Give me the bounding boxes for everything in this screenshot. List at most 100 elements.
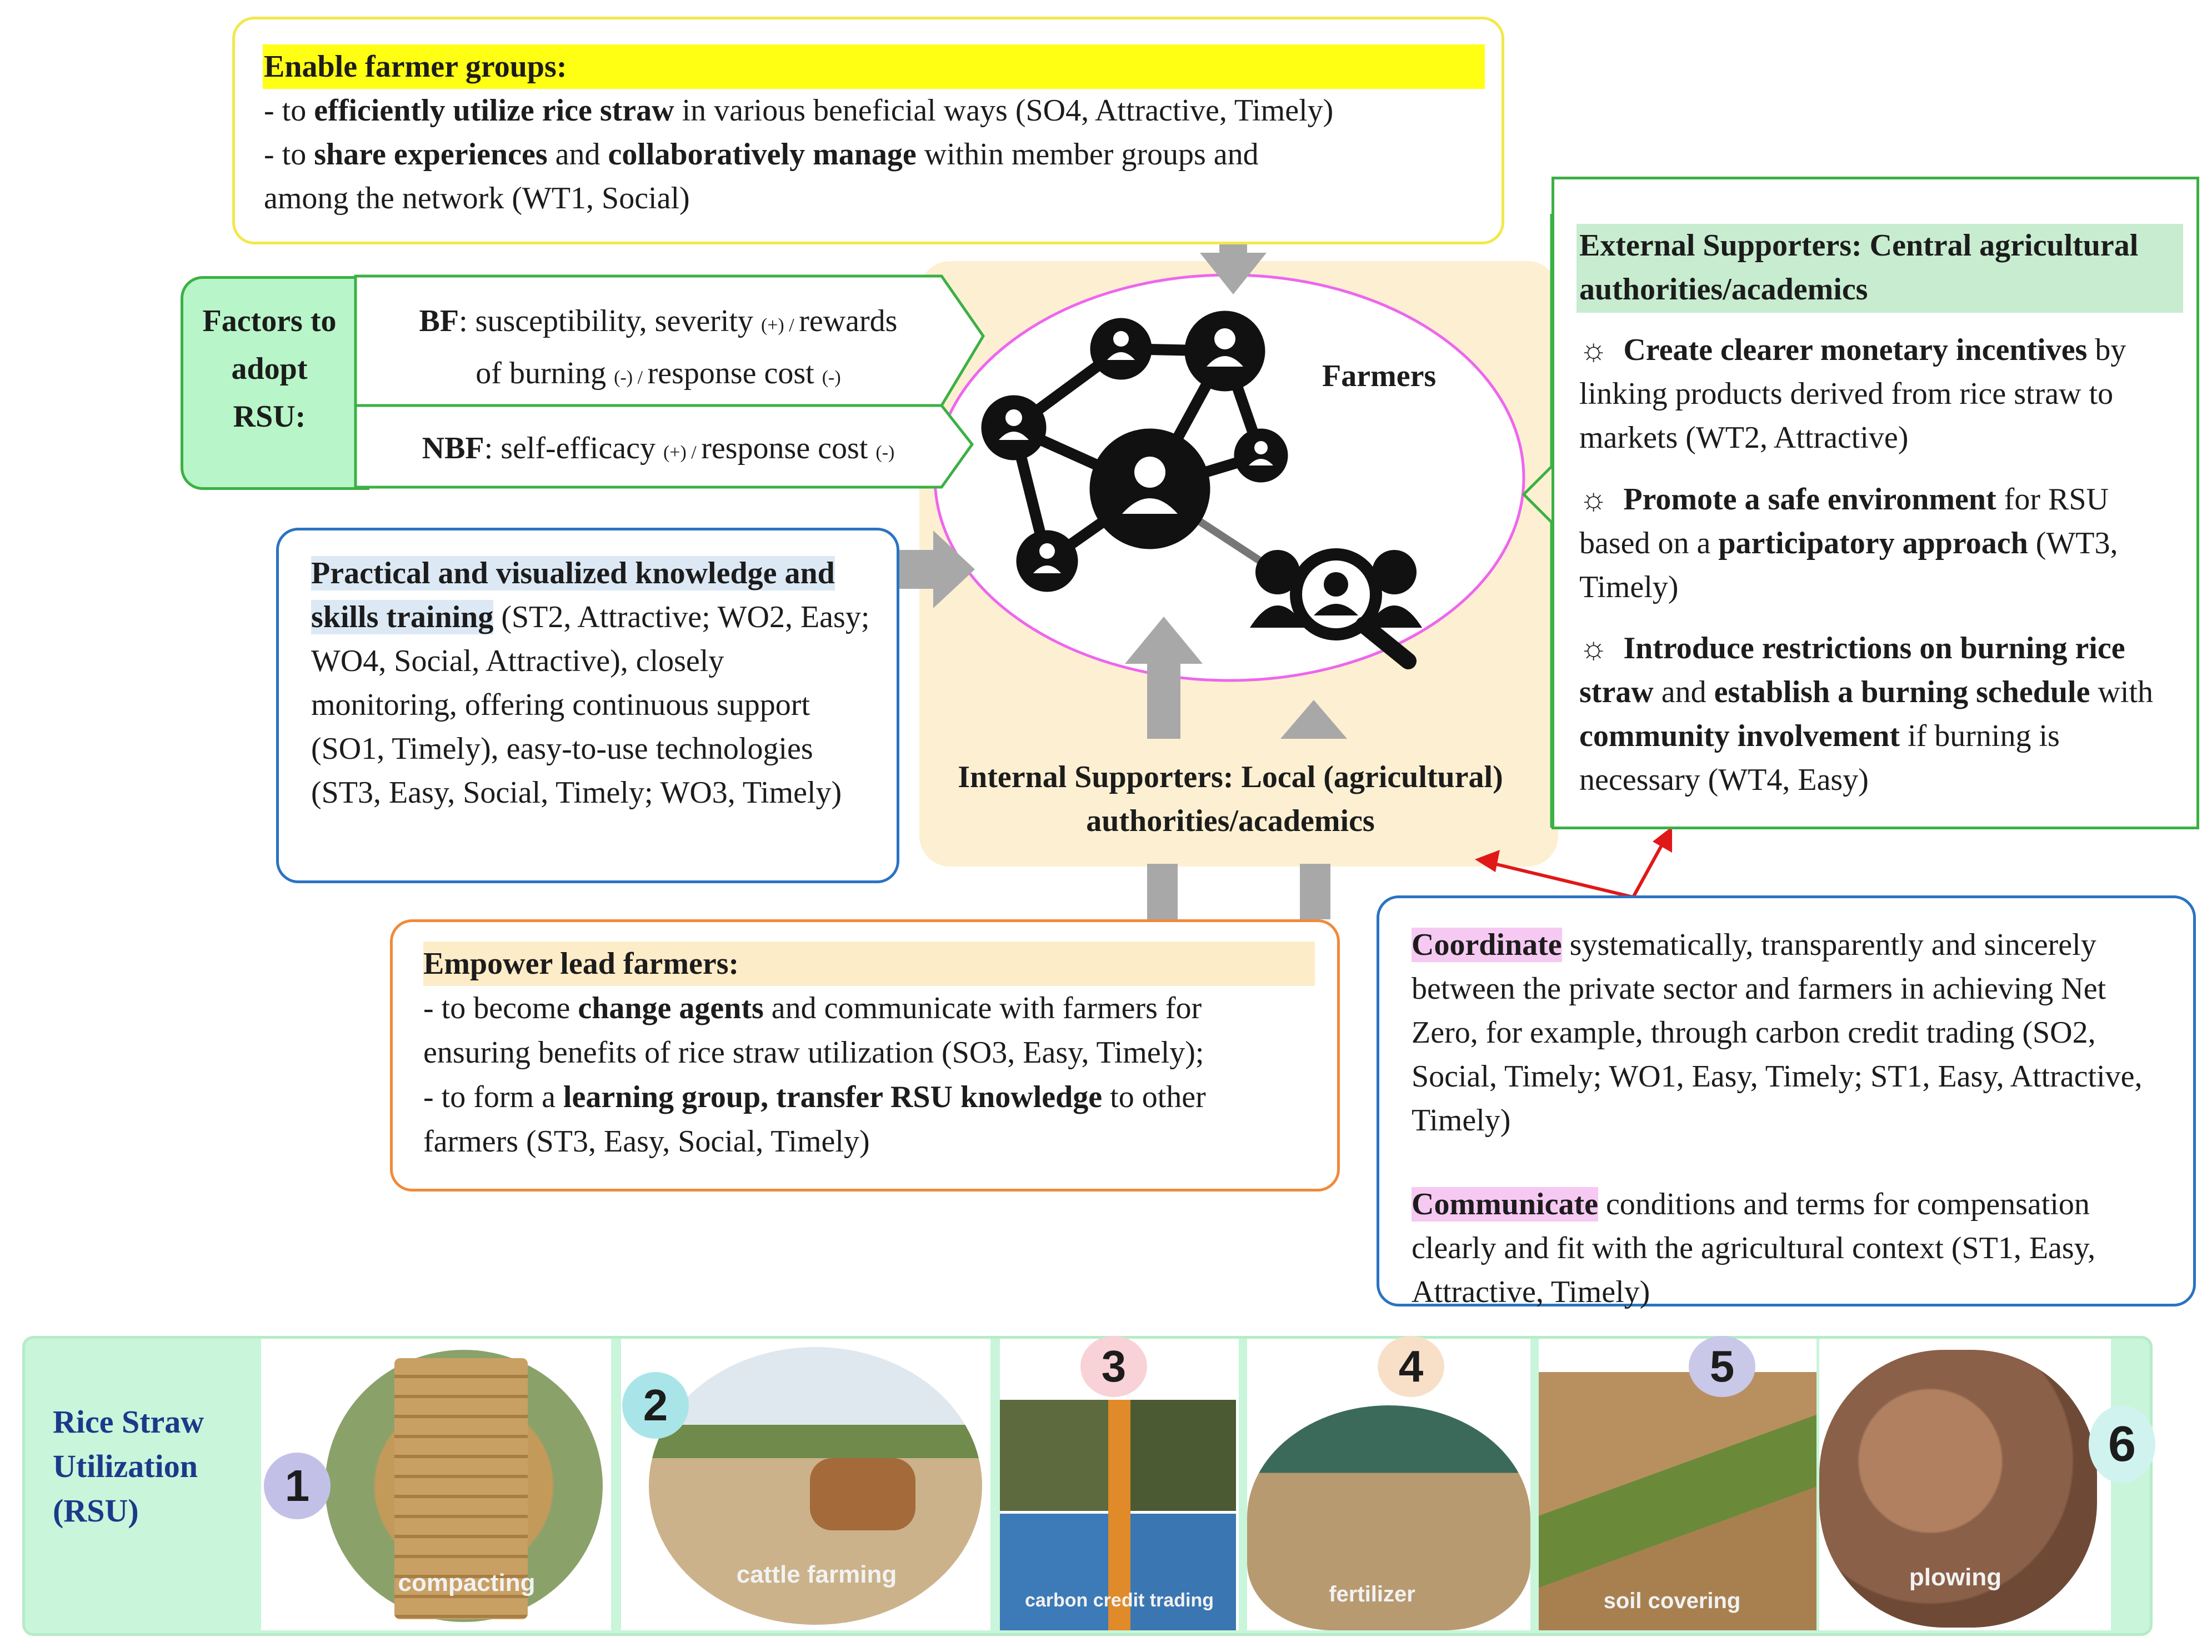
carbon-pipe (1108, 1400, 1130, 1630)
nbf-minus: (-) (875, 442, 895, 463)
lead-farmers-title: Empower lead farmers: (423, 947, 739, 981)
sun-bullet-icon: ☼ (1579, 482, 1608, 517)
fg-line2-pre: - to (264, 137, 314, 172)
rsu-photo-4 (1247, 1339, 1530, 1630)
carbon-quad-3 (1000, 1514, 1117, 1630)
lf-l1-bold: change agents (578, 991, 764, 1025)
rsu-badge-5: 5 (1689, 1336, 1755, 1397)
coordinate-body: systematically, transparently and sincer… (1412, 928, 2143, 1138)
rsu-caption-6: plowing (1909, 1564, 2002, 1591)
bf-t1: : susceptibility, severity (459, 304, 761, 338)
coordinate-bold: Coordinate (1412, 928, 1562, 962)
fg-line2-mid: and (547, 137, 608, 172)
training-box: Practical and visualized knowledge and s… (276, 528, 899, 883)
lf-l3-bold: learning group, transfer RSU knowledge (563, 1080, 1103, 1114)
lf-l3-post: to other (1102, 1080, 1206, 1114)
coordinate-text: Coordinate systematically, transparently… (1412, 923, 2178, 1143)
bf-label: BF (419, 304, 459, 338)
rsu-badge-4: 4 (1378, 1336, 1444, 1397)
rsu-caption-1: compacting (398, 1569, 536, 1596)
external-item-3: ☼ Introduce restrictions on burning rice… (1579, 627, 2185, 802)
nbf-plus: (+) / (663, 442, 702, 463)
internal-supporters-label: Internal Supporters: Local (agricultural… (958, 760, 1503, 838)
fertilizer-photo (1247, 1405, 1530, 1630)
red-arrow-to-external (1632, 840, 1665, 898)
rsu-caption-2: cattle farming (736, 1561, 897, 1588)
rsu-caption-3: carbon credit trading (1024, 1590, 1214, 1611)
red-arrowhead-internal (1475, 850, 1500, 872)
external-box: External Supporters: Central agricultura… (1552, 177, 2199, 829)
search-people-icon (1250, 548, 1422, 669)
farmer-groups-box: Enable farmer groups: - to efficiently u… (232, 17, 1504, 244)
carbon-quad-4 (1119, 1514, 1236, 1630)
external-item-2: ☼ Promote a safe environment for RSU bas… (1579, 478, 2185, 609)
bf-text: BF: susceptibility, severity (+) / rewar… (367, 297, 950, 402)
plowing-photo (1819, 1350, 2097, 1628)
rsu-badge-2: 2 (622, 1372, 689, 1439)
ext1-text: by linking products derived from rice st… (1579, 333, 2126, 455)
rsu-photo-2 (621, 1339, 990, 1630)
training-text: Practical and visualized knowledge and s… (311, 552, 878, 815)
rsu-badge-3: 3 (1080, 1336, 1147, 1397)
external-title-bg (1577, 224, 2183, 313)
ext2-text1: for RSU based on a (1579, 482, 2109, 560)
cattle-shape (810, 1458, 915, 1530)
rsu-photo-5 (1539, 1339, 1816, 1630)
fg-line2-bold1: share experiences (314, 137, 548, 172)
lf-l1-pre: - to become (423, 991, 578, 1025)
lf-l3-pre: - to form a (423, 1080, 563, 1114)
ext3-text2: with (2090, 675, 2154, 709)
lf-l2: ensuring benefits of rice straw utilizat… (423, 1035, 1204, 1070)
fg-line1-bold: efficiently utilize rice straw (314, 93, 674, 128)
fg-line1-pre: - to (264, 93, 314, 128)
person-icons (999, 328, 1273, 573)
rsu-badge-1: 1 (264, 1453, 331, 1519)
sun-bullet-icon: ☼ (1579, 333, 1608, 367)
rsu-photo-6 (1819, 1339, 2111, 1630)
rsu-badge-6: 6 (2089, 1405, 2155, 1483)
fg-line3: among the network (WT1, Social) (264, 181, 690, 216)
ext2-bold1: Promote a safe environment (1623, 482, 1996, 517)
fg-line2-bold2: collaboratively manage (608, 137, 917, 172)
hay-bale (394, 1358, 528, 1619)
training-body: (ST2, Attractive; WO2, Easy; WO4, Social… (311, 600, 870, 810)
ext3-bold3: community involvement (1579, 719, 1900, 753)
bf-minus1: (-) / (614, 367, 648, 388)
factors-box (181, 276, 369, 490)
bf-plus: (+) / (760, 315, 799, 336)
ext3-text3: if burning is necessary (WT4, Easy) (1579, 719, 2060, 797)
rsu-caption-4: fertilizer (1329, 1582, 1415, 1606)
connector-right-lead (1300, 864, 1330, 919)
bf-minus2: (-) (822, 367, 841, 388)
red-arrowhead-external (1653, 827, 1672, 853)
ext2-bold2: participatory approach (1718, 526, 2028, 560)
carbon-quad-1 (1000, 1400, 1117, 1511)
external-item-1: ☼ Create clearer monetary incentives by … (1579, 328, 2185, 460)
bf-t2: rewards (799, 304, 898, 338)
communicate-text: Communicate conditions and terms for com… (1412, 1183, 2178, 1314)
arrow-down-from-groups (1200, 219, 1267, 294)
red-arrow-to-internal (1494, 862, 1634, 899)
rsu-caption-5: soil covering (1603, 1589, 1741, 1613)
farmer-groups-title: Enable farmer groups: (264, 49, 567, 84)
nbf-text: NBF: self-efficacy (+) / response cost (… (367, 427, 950, 474)
arrow-up-right-shaft (1300, 736, 1328, 739)
lf-l4: farmers (ST3, Easy, Social, Timely) (423, 1124, 870, 1159)
nbf-label: NBF (422, 431, 484, 465)
ext1-bold: Create clearer monetary incentives (1623, 333, 2088, 367)
rsu-title: Rice Straw Utilization (RSU) (53, 1404, 204, 1529)
external-title: External Supporters: Central agricultura… (1579, 228, 2139, 307)
ext3-text1: and (1653, 675, 1714, 709)
ext2-text2: (WT3, Timely) (1579, 526, 2118, 604)
bf-t3: of burning (476, 356, 614, 391)
lead-farmers-title-bg (423, 942, 1315, 986)
farmer-groups-text: Enable farmer groups: - to efficiently u… (264, 45, 1497, 221)
ext3-bold2: establish a burning schedule (1714, 675, 2090, 709)
bf-t4: response cost (647, 356, 822, 391)
sun-bullet-icon: ☼ (1579, 631, 1608, 665)
lead-farmers-box: Empower lead farmers: - to become change… (390, 919, 1340, 1192)
fg-line2-post: within member groups and (916, 137, 1259, 172)
coordinate-box: Coordinate systematically, transparently… (1377, 895, 2196, 1309)
nbf-t1: : self-efficacy (484, 431, 663, 465)
